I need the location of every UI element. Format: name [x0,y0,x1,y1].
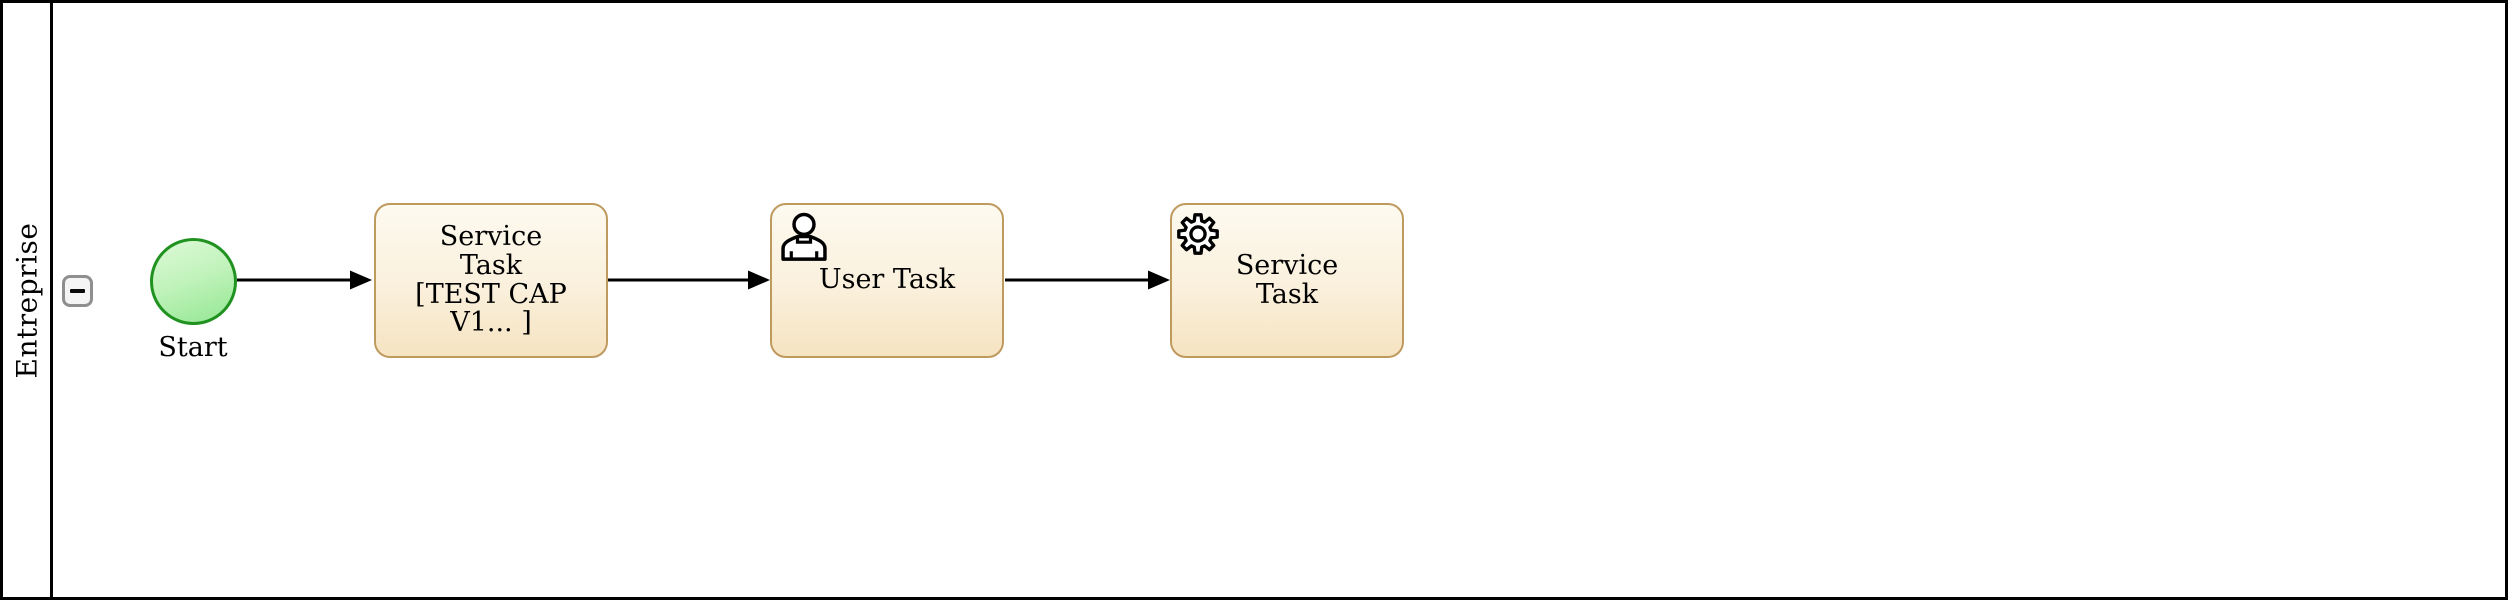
user-task-label: User Task [818,264,956,296]
user-icon [781,212,827,261]
lane-header-entreprise[interactable]: Entreprise [3,3,53,597]
user-task[interactable]: User Task [770,203,1004,358]
service-task-2-label: Service Task [1235,249,1339,310]
start-event-label: Start [158,332,228,363]
service-task-1[interactable]: Service Task [TEST CAP V1... ] [374,203,608,358]
lane-label: Entreprise [10,222,44,378]
minus-icon [70,289,85,293]
gear-icon [1177,213,1219,255]
sequence-flow-service-task-1-to-user-task[interactable] [608,266,770,294]
sequence-flow-start-to-service-task-1[interactable] [237,266,372,294]
sequence-flow-user-task-to-service-task-2[interactable] [1005,266,1170,294]
start-event[interactable] [150,238,237,325]
service-task-2[interactable]: Service Task [1170,203,1404,358]
service-task-1-label: Service Task [TEST CAP V1... ] [415,221,567,339]
collapse-button[interactable] [62,275,93,307]
